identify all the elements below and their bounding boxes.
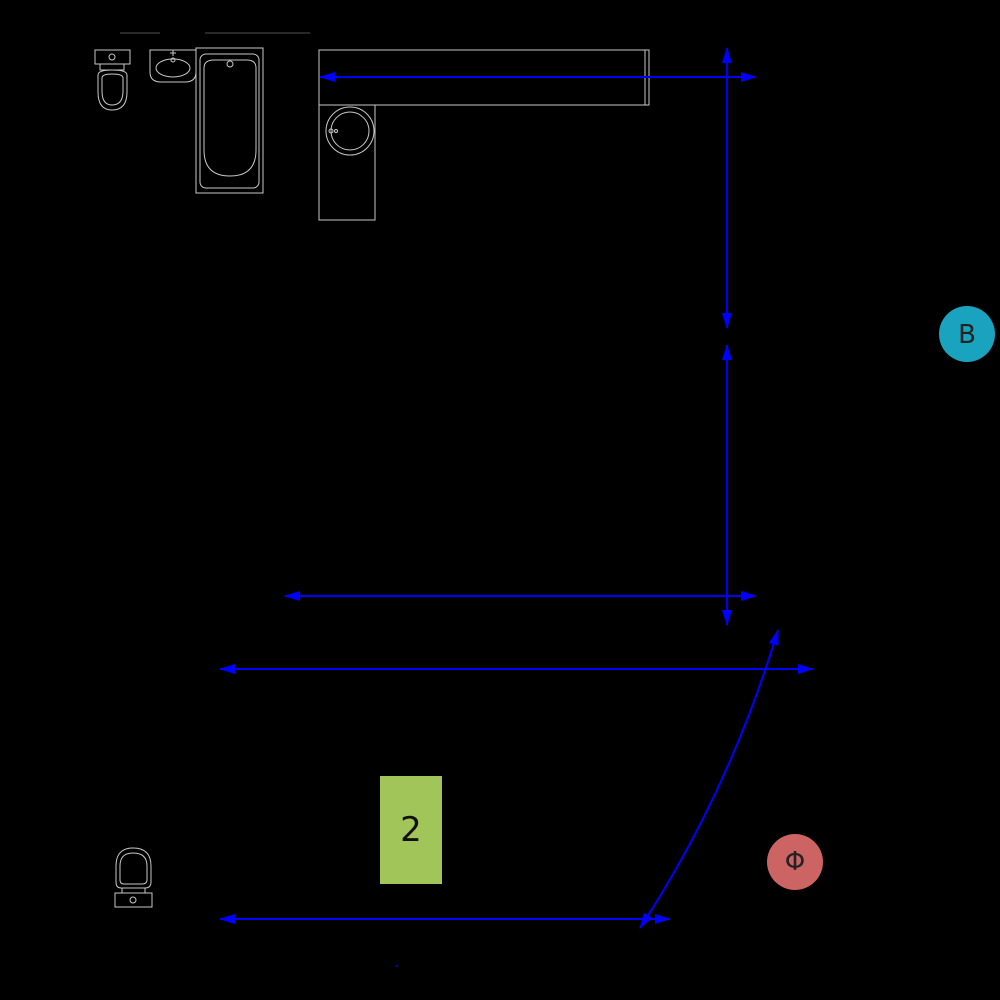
badge-circle — [767, 834, 823, 890]
badge-room-phi: Φ — [767, 834, 823, 890]
badge-circle — [939, 306, 995, 362]
dimension-arrows — [219, 47, 814, 929]
washing-machine-icon — [318, 49, 650, 221]
toilet-icon — [94, 49, 131, 111]
sink-icon — [149, 49, 197, 83]
room-label-text: 2 — [400, 810, 422, 850]
badge-text: B — [958, 320, 976, 350]
toilet-icon — [114, 847, 153, 908]
badge-text: Φ — [785, 847, 805, 877]
badge-room-b: B — [939, 306, 995, 362]
bathtub-icon — [195, 47, 264, 194]
room-label: 2 — [380, 776, 442, 884]
room-label-box — [380, 776, 442, 884]
curved-dimension-arrow — [639, 629, 779, 929]
marker-dot — [396, 965, 398, 967]
